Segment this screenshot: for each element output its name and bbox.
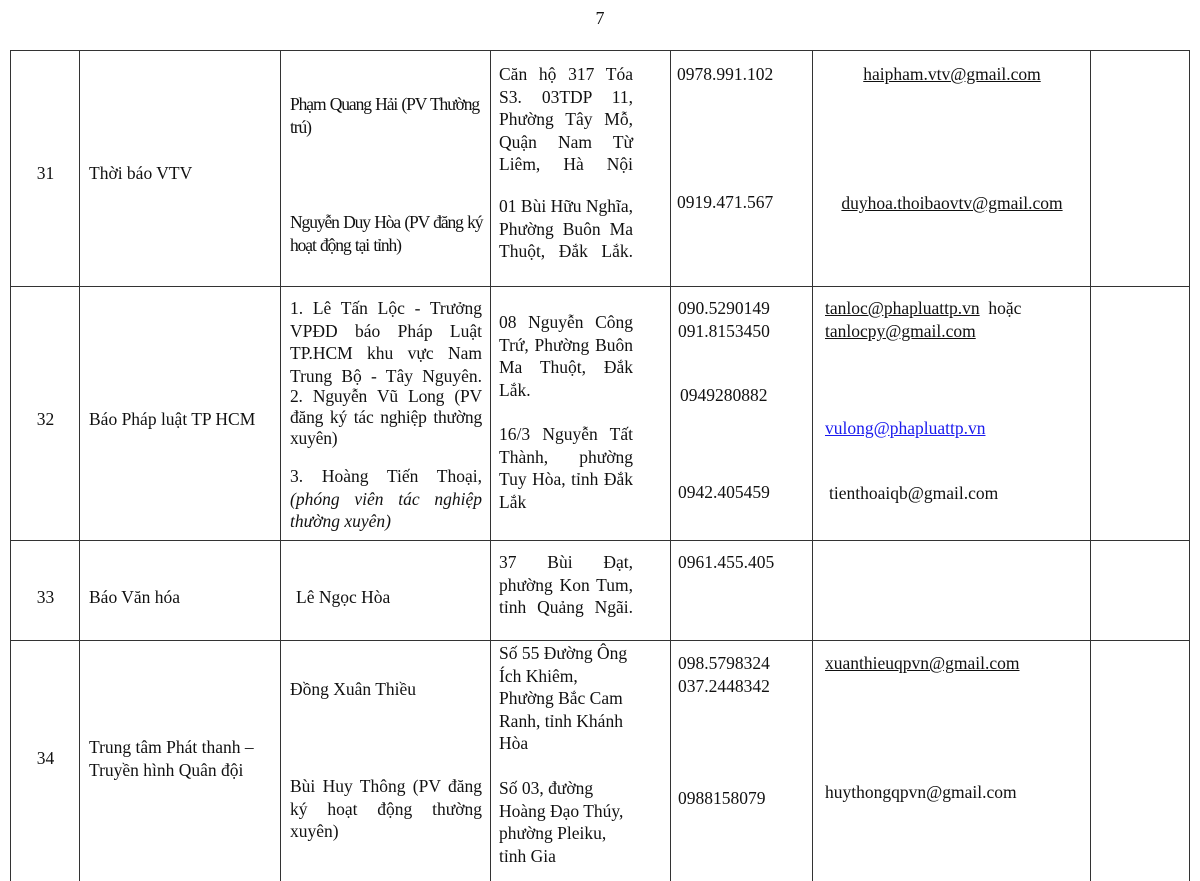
email: tienthoaiqb@gmail.com — [829, 483, 999, 503]
row-number: 32 — [36, 409, 55, 429]
phone: 037.2448342 — [678, 676, 770, 696]
address: 37 Bùi Đạt, phường Kon Tum, tỉnh Quảng N… — [499, 552, 633, 617]
org-name: Báo Pháp luật TP HCM — [89, 409, 256, 429]
notes-cell — [1090, 51, 1190, 287]
table-row: 33 Báo Văn hóa Lê Ngọc Hòa 37 Bùi Đạt, p… — [10, 540, 1190, 641]
address: Căn hộ 317 Tóa S3. 03TDP 11, Phường Tây … — [499, 64, 633, 174]
address: Số 55 Đường Ông Ích Khiêm, Phường Bắc Ca… — [499, 643, 628, 753]
phone: 090.5290149 — [678, 298, 770, 318]
phone: 0961.455.405 — [678, 552, 775, 572]
person-name: Đồng Xuân Thiều — [290, 679, 417, 699]
person-name: Nguyễn Duy Hòa (PV đăng ký hoạt động tại… — [290, 212, 483, 255]
address: 08 Nguyễn Công Trứ, Phường Buôn Ma Thuột… — [499, 312, 633, 400]
email-link[interactable]: tanloc@phapluattp.vn — [825, 298, 980, 318]
email-link[interactable]: haipham.vtv@gmail.com — [863, 64, 1041, 84]
phone: 098.5798324 — [678, 653, 770, 673]
email-link[interactable]: tanlocpy@gmail.com — [825, 321, 976, 341]
row-number: 34 — [36, 748, 55, 768]
phone: 0988158079 — [678, 788, 766, 808]
address: 16/3 Nguyễn Tất Thành, phường Tuy Hòa, t… — [499, 424, 633, 512]
person-name: 2. Nguyễn Vũ Long (PV đăng ký tác nghiệp… — [290, 386, 482, 449]
person-name: 1. Lê Tấn Lộc - Trưởng VPĐD báo Pháp Luậ… — [290, 298, 482, 386]
email-separator: hoặc — [988, 298, 1022, 318]
person-name: Lê Ngọc Hòa — [296, 587, 391, 607]
table-row: 34 Trung tâm Phát thanh – Truyền hình Qu… — [10, 640, 1190, 881]
email-line: tanloc@phapluattp.vn hoặc — [825, 297, 1021, 320]
table-row: 32 Báo Pháp luật TP HCM 1. Lê Tấn Lộc - … — [10, 286, 1190, 541]
page-number: 7 — [595, 8, 605, 28]
notes-cell — [1090, 287, 1190, 541]
phone: 0919.471.567 — [677, 192, 774, 212]
person-name: Phạm Quang Hải (PV Thường trú) — [290, 94, 480, 137]
email-link[interactable]: duyhoa.thoibaovtv@gmail.com — [841, 193, 1063, 213]
person-entry: 3. Hoàng Tiến Thoại, (phóng viên tác ngh… — [290, 465, 482, 533]
email-link[interactable]: xuanthieuqpvn@gmail.com — [825, 653, 1020, 673]
phone: 0978.991.102 — [677, 64, 774, 84]
address: 01 Bùi Hữu Nghĩa, Phường Buôn Ma Thuột, … — [499, 196, 633, 261]
email-link[interactable]: vulong@phapluattp.vn — [825, 418, 986, 438]
person-role-note: (phóng viên tác nghiệp thường xuyên) — [290, 488, 482, 532]
org-name: Báo Văn hóa — [89, 587, 181, 607]
row-number: 31 — [36, 163, 55, 183]
table-row: 31 Thời báo VTV Phạm Quang Hải (PV Thườn… — [10, 50, 1190, 287]
row-number: 33 — [36, 587, 55, 607]
contact-table: 31 Thời báo VTV Phạm Quang Hải (PV Thườn… — [10, 50, 1190, 881]
address: Số 03, đường Hoàng Đạo Thúy, phường Plei… — [499, 778, 624, 866]
email-cell — [812, 541, 1091, 641]
org-name: Thời báo VTV — [89, 163, 193, 183]
phone: 0942.405459 — [678, 482, 770, 502]
person-name-text: 2. Nguyễn Vũ Long (PV đăng ký tác nghiệp… — [290, 386, 482, 448]
person-name: Bùi Huy Thông (PV đăng ký hoạt động thườ… — [290, 776, 482, 841]
phone: 091.8153450 — [678, 321, 770, 341]
person-name: 3. Hoàng Tiến Thoại, — [290, 466, 482, 486]
phone: 0949280882 — [680, 385, 768, 405]
org-name: Trung tâm Phát thanh – Truyền hình Quân … — [89, 737, 254, 780]
notes-cell — [1090, 641, 1190, 881]
email: huythongqpvn@gmail.com — [825, 782, 1017, 802]
notes-cell — [1090, 541, 1190, 641]
